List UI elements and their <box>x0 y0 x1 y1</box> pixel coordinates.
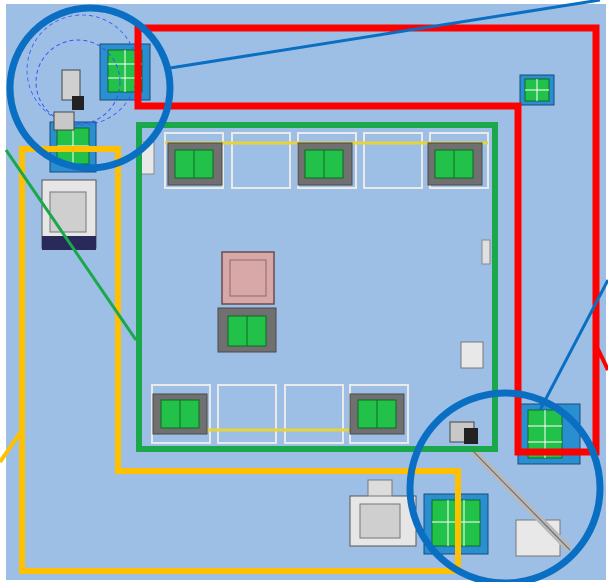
side-panel <box>481 239 491 265</box>
bottom-right-robot-callout <box>406 389 604 582</box>
fixture-station <box>152 393 208 435</box>
callout-leader <box>594 344 608 371</box>
fixture-station <box>427 142 483 186</box>
fixture-station <box>349 393 405 435</box>
control-box <box>460 341 484 369</box>
callout-leader <box>169 0 601 70</box>
pink-fixture <box>221 251 275 305</box>
robot-arm <box>449 421 573 553</box>
fixture-station <box>297 142 353 186</box>
callout-leader <box>538 279 608 411</box>
blue-pallet <box>519 74 555 106</box>
blue-pallet <box>99 43 151 101</box>
red-zone <box>134 24 600 456</box>
fixture-station <box>167 142 223 186</box>
machine-unit <box>349 479 417 547</box>
fixture-station <box>217 307 277 353</box>
green-zone <box>136 122 498 452</box>
callout-leader <box>4 149 138 341</box>
callout-leader <box>0 428 24 464</box>
robot-arm <box>26 14 138 131</box>
top-left-robot-callout <box>6 4 174 172</box>
